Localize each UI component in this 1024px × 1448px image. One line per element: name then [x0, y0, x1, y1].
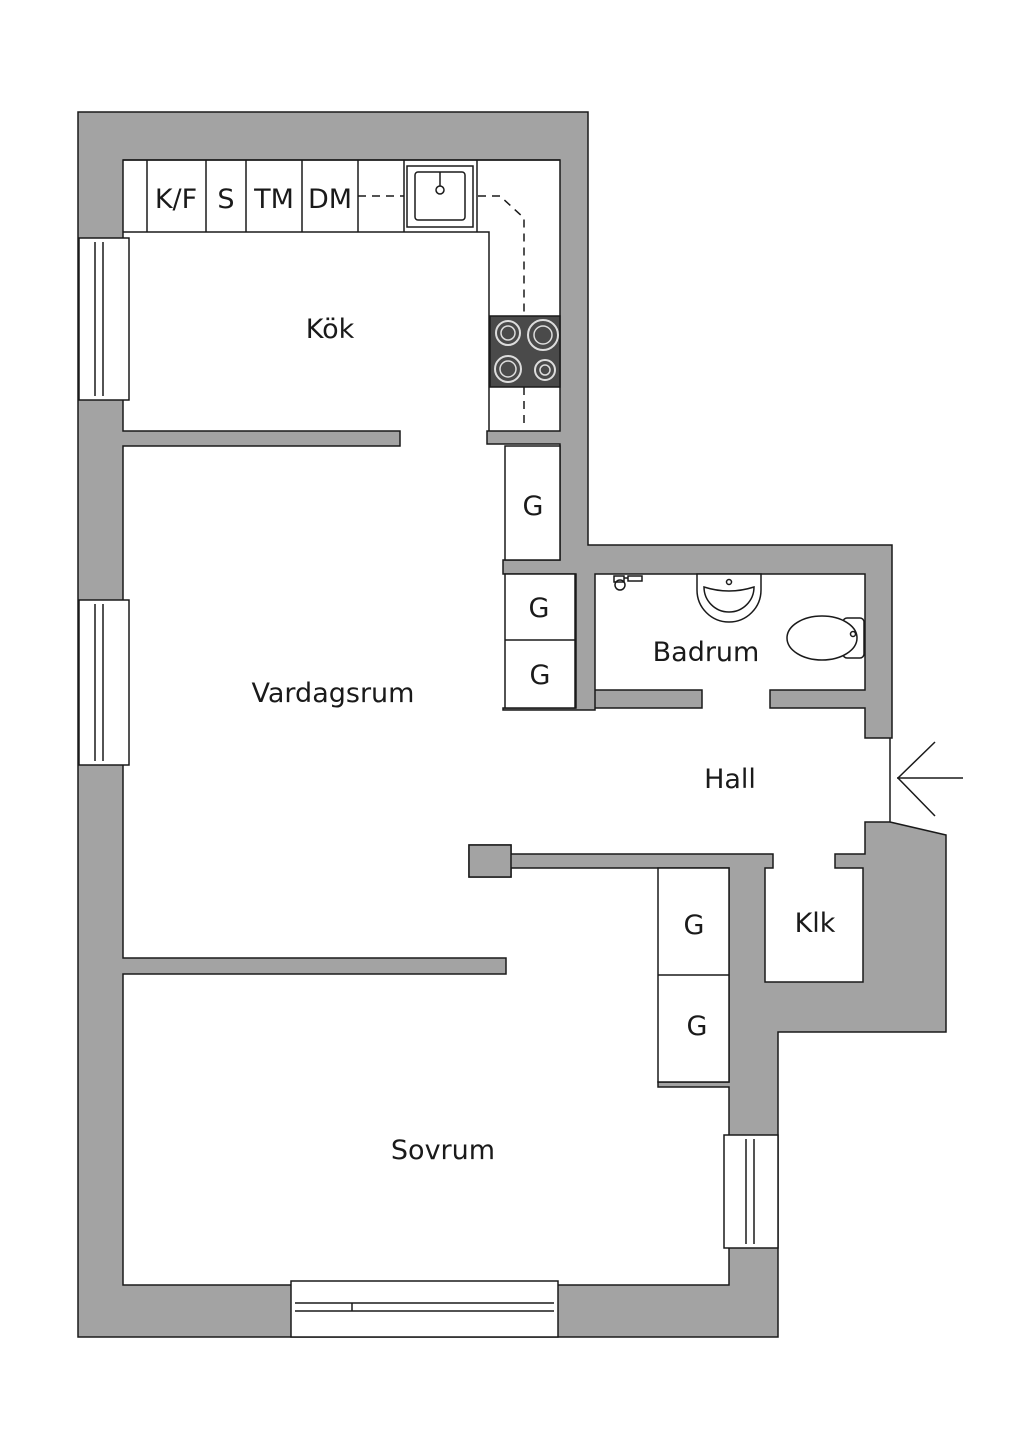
- wardrobe-1: [504, 445, 561, 561]
- appliance-label-tm: TM: [253, 184, 294, 215]
- washbasin-icon: [696, 573, 762, 623]
- wardrobe-label-5: G: [687, 1011, 708, 1042]
- wardrobe-label-2: G: [529, 593, 550, 624]
- wardrobe-label-1: G: [523, 491, 544, 522]
- window-vardagsrum: [78, 599, 130, 766]
- room-label-sovrum: Sovrum: [391, 1135, 495, 1166]
- walls: [77, 111, 947, 1338]
- room-label-badrum: Badrum: [653, 637, 760, 668]
- toilet-icon: [786, 615, 865, 661]
- wardrobe-2-3: [504, 573, 576, 709]
- wardrobe-label-3: G: [530, 660, 551, 691]
- wardrobe-label-4: G: [684, 910, 705, 941]
- column: [468, 844, 512, 878]
- room-label-kok: Kök: [306, 314, 355, 345]
- appliance-label-dm: DM: [308, 184, 352, 215]
- stove-icon: [489, 315, 561, 388]
- appliance-label-kf: K/F: [155, 184, 197, 215]
- room-label-klk: Klk: [795, 908, 836, 939]
- window-kok: [78, 237, 130, 401]
- wardrobe-4-5: [657, 867, 730, 1083]
- window-sovrum-bottom: [290, 1280, 559, 1338]
- sink-icon: [406, 165, 474, 228]
- kitchen-counter: [123, 159, 560, 431]
- shower-mixer-icon: [613, 575, 643, 591]
- window-sovrum-side: [723, 1134, 779, 1249]
- room-label-hall: Hall: [704, 764, 756, 795]
- entrance-arrow-icon: [896, 741, 963, 817]
- appliance-label-s: S: [217, 184, 234, 215]
- room-label-vardagsrum: Vardagsrum: [252, 678, 415, 709]
